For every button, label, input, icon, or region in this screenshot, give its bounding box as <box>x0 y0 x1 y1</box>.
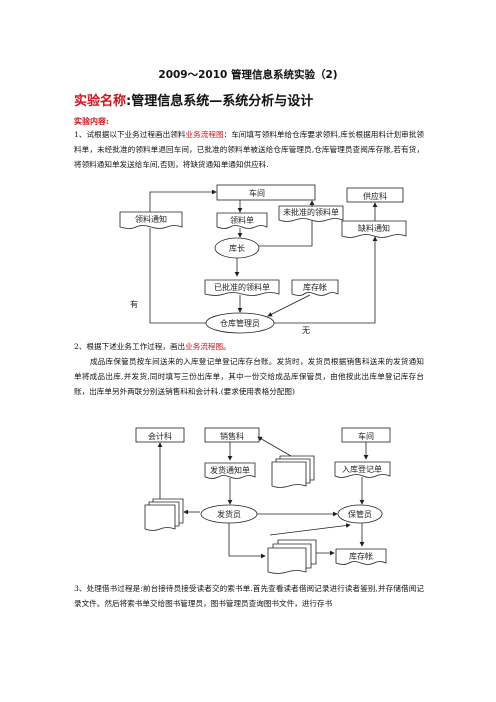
approved-label: 已批准的领料单 <box>214 282 270 292</box>
sales-label: 销售科 <box>220 431 244 441</box>
q1-prefix: 1、试根据以下业务过程画出领料 <box>74 130 186 139</box>
ledger-doc <box>291 279 339 296</box>
supply-label: 供应科 <box>363 191 387 201</box>
custodian-label: 保管员 <box>348 509 372 519</box>
manager-label: 库长 <box>229 243 245 253</box>
requisition-label: 领料单 <box>230 215 254 225</box>
accounting-label: 会计科 <box>148 431 172 441</box>
experiment-title: :管理信息系统—系统分析与设计 <box>126 94 314 109</box>
unapproved-doc <box>278 205 344 222</box>
q1-highlight: 业务流程图 <box>185 130 224 139</box>
requisition-doc <box>216 212 268 229</box>
ship-notice-doc <box>204 462 256 479</box>
approved-doc <box>204 279 280 296</box>
keeper-label: 仓库管理员 <box>220 318 260 328</box>
no-label: 无 <box>302 326 310 335</box>
ledger-label: 库存帐 <box>303 282 327 292</box>
yes-label: 有 <box>130 299 138 309</box>
unapproved-label: 未批准的领料单 <box>283 207 339 217</box>
question-2: 2、根据下述业务工作过程，画出业务流程图。 <box>74 339 424 354</box>
notice-doc <box>119 211 183 229</box>
experiment-name: 实验名称:管理信息系统—系统分析与设计 <box>74 90 313 109</box>
q1-rest: ：车间填写领料单给仓库要求领料,库长根据用料计划审批领料单，未经批准的领料单退回… <box>74 130 425 169</box>
workshop2-label: 车间 <box>358 431 374 441</box>
custodian-ellipse <box>337 504 383 524</box>
q2-suffix: 。 <box>223 342 231 351</box>
inbound-label: 入库登记单 <box>342 464 382 474</box>
notice-label: 领料通知 <box>135 214 167 224</box>
supply-box <box>346 187 404 203</box>
page-title: 2009～2010 管理信息系统实验（2) <box>158 69 338 81</box>
workshop-label: 车间 <box>249 188 265 198</box>
content-label: 实验内容: <box>74 116 109 126</box>
shortage-label: 缺料通知 <box>358 223 390 233</box>
q2-prefix: 2、根据下述业务工作过程，画出 <box>74 342 186 351</box>
q2-highlight: 业务流程图 <box>185 342 224 351</box>
accounting-box <box>135 427 185 443</box>
shipper-label: 发货员 <box>217 509 241 519</box>
question-1: 1、试根据以下业务过程画出领料业务流程图：车间填写领料单给仓库要求领料,库长根据… <box>74 127 424 172</box>
question-3: 3、处理借书过程是:前台接待员接受读者交的索书单.首先查看读者借阅记录进行读者鉴… <box>74 584 424 608</box>
shortage-doc <box>341 220 407 238</box>
workshop-box <box>216 184 316 201</box>
ship-notice-label: 发货通知单 <box>210 465 250 475</box>
ledger2-label: 库存帐 <box>349 551 373 561</box>
inbound-doc <box>334 461 391 478</box>
ledger2-doc <box>335 548 387 565</box>
question-2-body: 成品库保管员按车间送来的入库登记单登记库存台账。发货时，发货员根据销售科送来的发… <box>74 357 424 396</box>
experiment-label: 实验名称 <box>74 94 127 109</box>
sales-box <box>204 427 260 443</box>
